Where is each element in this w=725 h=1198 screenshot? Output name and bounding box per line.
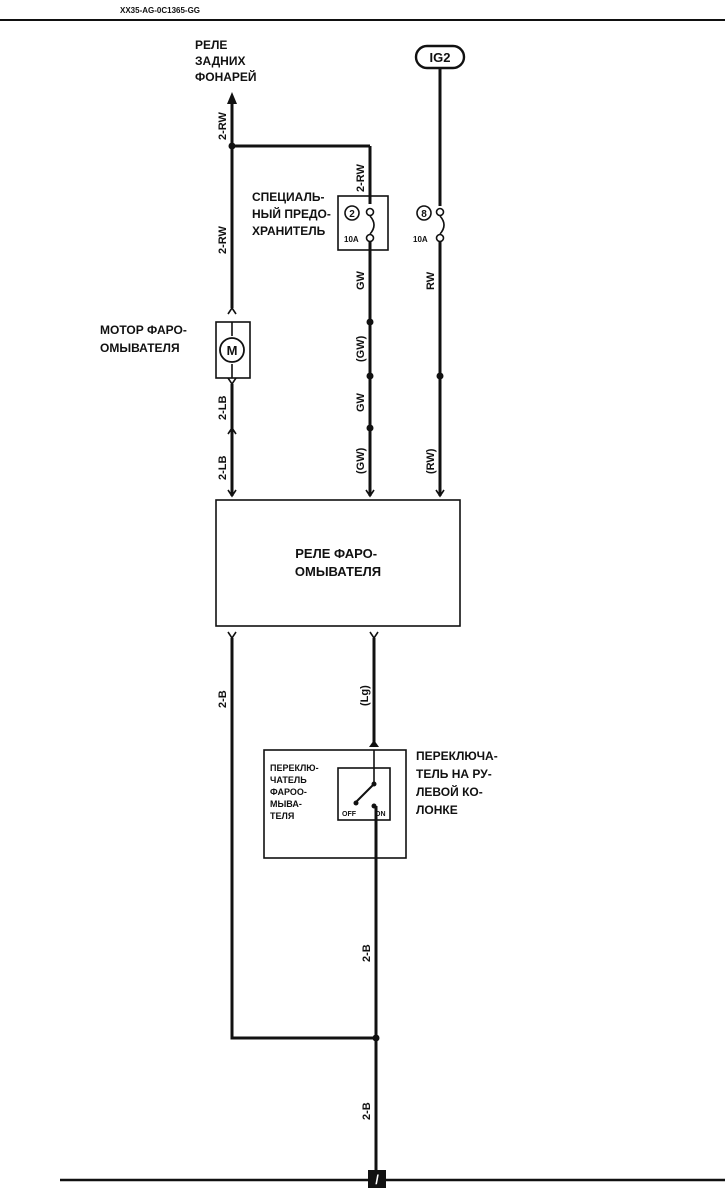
connector-chevron [227, 306, 237, 315]
wire-label: 2-B [217, 690, 229, 708]
fuse-rating: 10A [413, 235, 428, 244]
connector-chevron [365, 489, 375, 498]
switch-lever [355, 783, 375, 803]
fuse-terminal [435, 233, 445, 243]
switch-contact-off [353, 800, 359, 806]
splice-dot [372, 1034, 380, 1042]
connector-dot [436, 372, 444, 380]
wire-label: RW [425, 271, 437, 290]
connector-chevron [435, 489, 445, 498]
fuse-element [439, 215, 445, 235]
wire-label: 2-LB [217, 396, 229, 421]
wire-label: (GW) [355, 335, 367, 362]
ground-symbol-box [368, 1170, 386, 1188]
wire-label: (RW) [425, 448, 437, 474]
ig2-label: IG2 [430, 50, 451, 65]
connector-chevron [227, 631, 237, 640]
fuse-number: 2 [349, 209, 355, 220]
wire-label: 2-B [361, 944, 373, 962]
connector-chevron [227, 377, 237, 386]
wire-label: GW [355, 270, 367, 290]
connector-arrow [369, 740, 379, 747]
switch-on-label: ON [375, 811, 386, 818]
washer-relay-box [215, 499, 461, 627]
wire-label: 2-LB [217, 456, 229, 481]
column-switch-label: ПЕРЕКЛЮЧА- ТЕЛЬ НА РУ- ЛЕВОЙ КО- ЛОНКЕ [416, 749, 501, 817]
fuse-element [369, 215, 375, 235]
connector-chevron [369, 631, 379, 640]
fuse-number-badge [416, 205, 432, 221]
ground-symbol: / [375, 1172, 379, 1187]
splice-dot [228, 142, 236, 150]
wire-label: (Lg) [359, 685, 371, 706]
wire-label: 2-RW [217, 225, 229, 254]
wire-label: 2-B [361, 1102, 373, 1120]
washer-relay-label: РЕЛЕ ФАРО- ОМЫВАТЕЛЯ [295, 546, 381, 579]
wire-label: GW [355, 392, 367, 412]
fuse-terminal [435, 207, 445, 217]
fuse-number: 8 [421, 209, 427, 220]
washer-motor-box [215, 321, 251, 379]
washer-switch-inner-box [337, 767, 391, 821]
special-fuse-label: СПЕЦИАЛЬ- НЫЙ ПРЕДО- ХРАНИТЕЛЬ [252, 190, 334, 238]
column-switch-box [263, 749, 407, 859]
switch-off-label: OFF [342, 811, 357, 818]
fuse-number-badge [344, 205, 360, 221]
connector-dot [366, 372, 374, 380]
wire-left-ground [230, 638, 376, 1040]
fuse-terminal [365, 233, 375, 243]
washer-switch-label: ПЕРЕКЛЮ- ЧАТЕЛЬ ФАРОО- МЫВА- ТЕЛЯ [270, 763, 321, 821]
washer-motor-label: МОТОР ФАРО- ОМЫВАТЕЛЯ [100, 323, 190, 355]
special-fuse-box [337, 195, 389, 251]
diagram-code: XX35-AG-0C1365-GG [120, 6, 200, 15]
wire-label: 2-RW [355, 163, 367, 192]
fuse-rating: 10A [344, 235, 359, 244]
connector-chevron [227, 489, 237, 498]
arrow-up-to-relay [227, 92, 237, 104]
wire-label: (GW) [355, 447, 367, 474]
fuse-terminal [365, 207, 375, 217]
motor-symbol: M [227, 343, 238, 358]
tail-light-relay-label: РЕЛЕ ЗАДНИХ ФОНАРЕЙ [195, 38, 257, 84]
connector-dot [366, 424, 374, 432]
connector-dot [366, 318, 374, 326]
connector-chevron [227, 426, 237, 435]
wire-label: 2-RW [217, 111, 229, 140]
motor-icon [219, 337, 245, 363]
